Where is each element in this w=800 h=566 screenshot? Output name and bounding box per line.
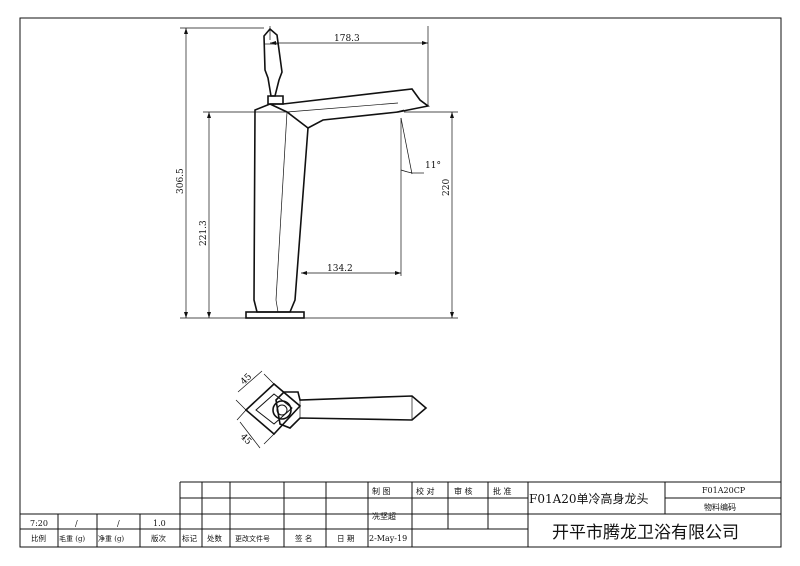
- body-edge: [275, 111, 288, 301]
- scale-value: 7:20: [30, 519, 48, 528]
- dim-line-plan-lower: [239, 421, 261, 449]
- handle-lever: [263, 27, 283, 97]
- drawing-date: 2-May-19: [369, 534, 407, 543]
- label-gross-weight: 毛重 (g): [59, 534, 85, 543]
- body-edge-foot: [275, 299, 279, 313]
- label-drafter: 制 图: [372, 486, 391, 496]
- faucet-base: [245, 311, 305, 319]
- part-code: F01A20CP: [702, 486, 746, 495]
- dim-spout-height: 220: [442, 179, 452, 196]
- label-mark: 标记: [182, 533, 197, 543]
- dim-line-plan-upper: [237, 370, 263, 393]
- title-block: 制 图 校 对 审 核 批 准 冼坚超 2-May-19 F01A20单冷高身龙…: [20, 481, 781, 547]
- label-change-doc: 更改文件号: [235, 534, 270, 543]
- spout-edge: [286, 102, 399, 113]
- gross-weight-value: /: [75, 519, 78, 528]
- drafter-name: 冼坚超: [372, 511, 396, 521]
- label-scale: 比例: [31, 533, 46, 543]
- dim-plan-upper: 45: [239, 372, 254, 387]
- product-title: F01A20单冷高身龙头: [529, 491, 649, 506]
- material-code-label: 物料编码: [704, 502, 736, 512]
- label-signature: 签 名: [295, 533, 312, 543]
- faucet-plan-view: 45 45: [235, 370, 428, 449]
- inner-diamond: [255, 393, 293, 425]
- dim-spout-angle: 11°: [425, 161, 441, 171]
- faucet-elevation-view: [245, 27, 430, 319]
- company-name: 开平市腾龙卫浴有限公司: [552, 523, 739, 543]
- faucet-body: [253, 103, 309, 313]
- label-net-weight: 净重 (g): [98, 534, 124, 543]
- label-version: 版次: [151, 533, 166, 543]
- handle-base: [267, 95, 284, 105]
- label-checker: 校 对: [416, 486, 435, 496]
- dimension-lines: 178.3 134.2 306.5 221.3 220 11°: [176, 26, 458, 319]
- label-reviewer: 审 核: [454, 486, 473, 496]
- label-date: 日 期: [337, 534, 354, 543]
- dim-plan-lower: 45: [238, 432, 253, 447]
- cartridge-inner: [276, 404, 288, 416]
- net-weight-value: /: [117, 519, 120, 528]
- aerator: [395, 109, 405, 113]
- cartridge-circle: [272, 400, 292, 420]
- dim-spout-reach: 134.2: [327, 264, 353, 274]
- label-approver: 批 准: [493, 486, 512, 496]
- sheet-border: [19, 17, 782, 548]
- label-count: 处数: [207, 533, 222, 543]
- spout-body: [269, 88, 430, 129]
- dim-angle-line: [400, 117, 413, 175]
- version-value: 1.0: [153, 519, 166, 528]
- dim-width-top: 178.3: [334, 34, 360, 44]
- lever-plan: [275, 391, 428, 429]
- dim-body-height: 221.3: [199, 220, 209, 246]
- dim-total-height: 306.5: [176, 168, 186, 194]
